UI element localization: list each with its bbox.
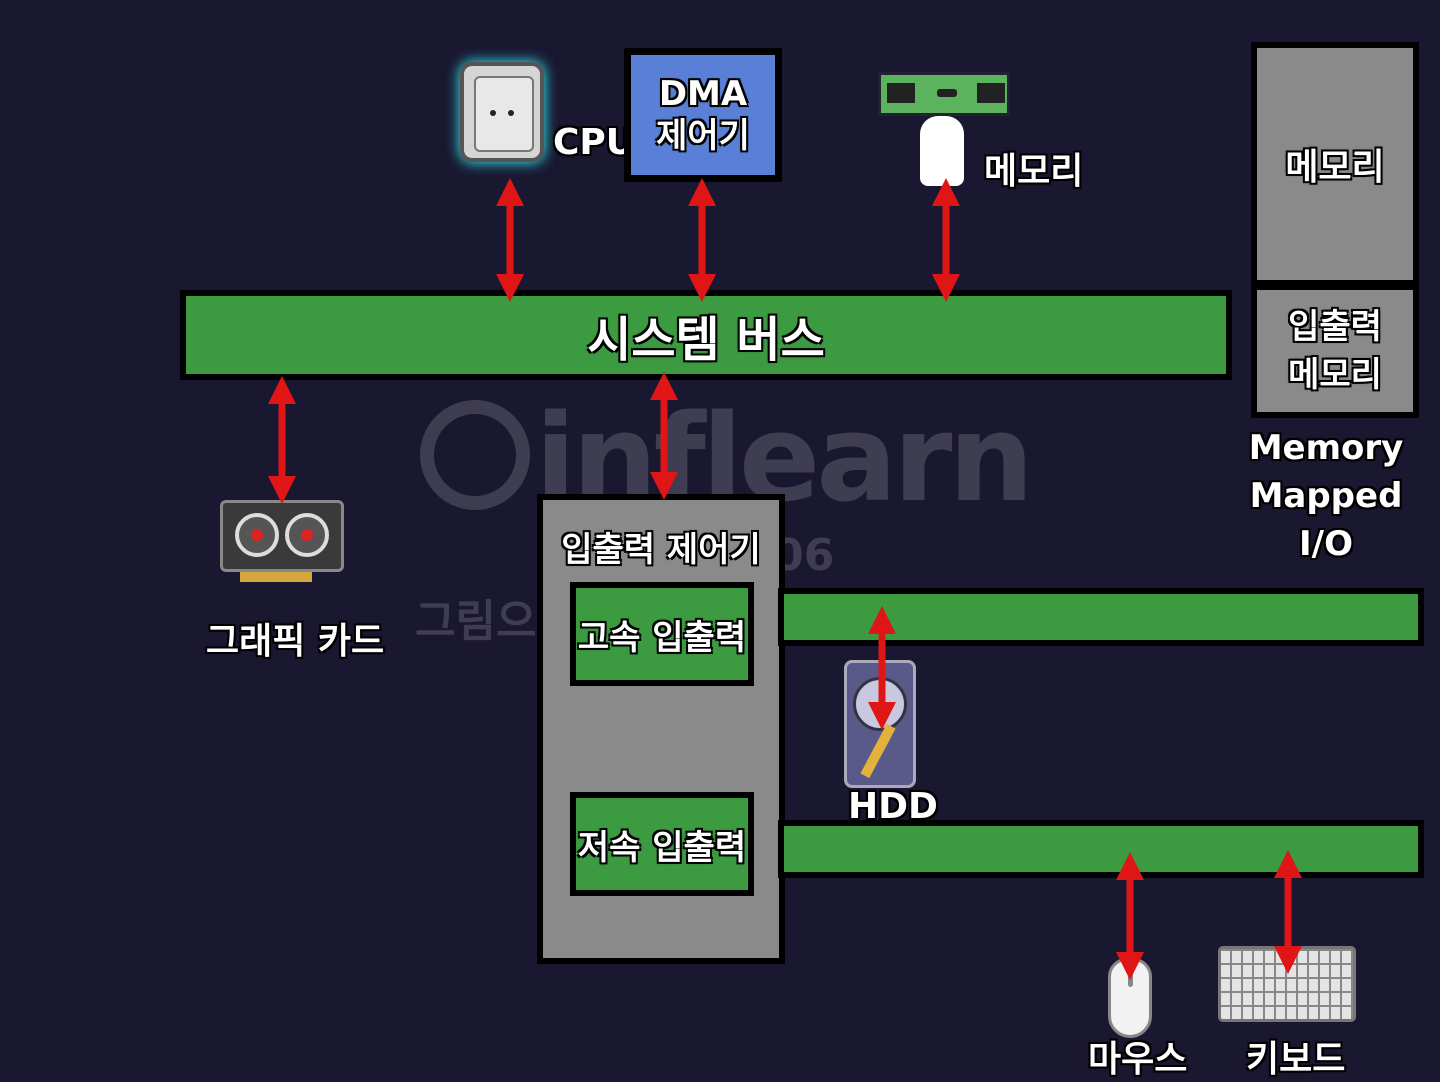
connection-arrows: [0, 0, 1440, 1080]
